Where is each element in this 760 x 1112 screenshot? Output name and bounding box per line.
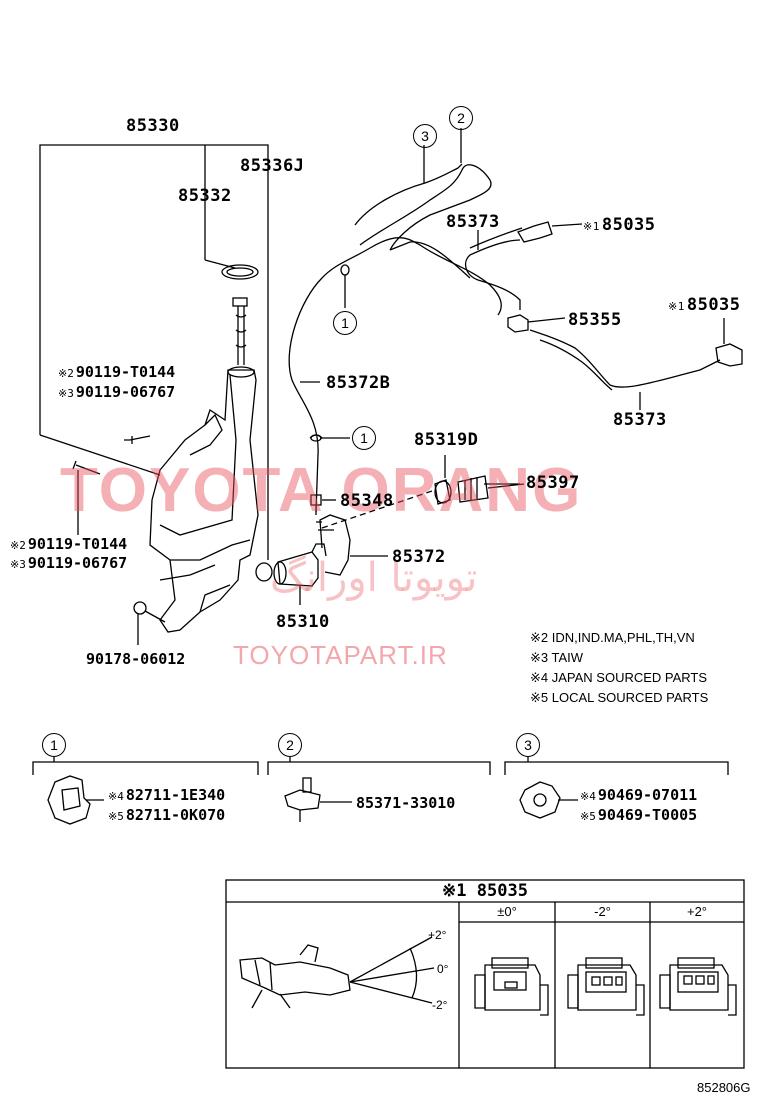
watermark-site: TOYOTAPART.IR <box>233 640 448 670</box>
label-85336J[interactable]: 85336J <box>240 156 305 176</box>
detail-callout-3[interactable]: 3 <box>516 733 540 757</box>
label-85332[interactable]: 85332 <box>178 186 232 206</box>
figure-id: 852806G <box>697 1080 751 1095</box>
callout-3-top[interactable]: 3 <box>413 124 437 148</box>
label-85373-b[interactable]: 85373 <box>613 410 667 430</box>
clamp-detail-1 <box>47 775 91 825</box>
joint-85355 <box>507 314 529 333</box>
jet-85035-b <box>715 343 743 367</box>
jet-85035-a <box>517 221 553 243</box>
table-col-zero: ±0° <box>497 904 517 919</box>
callout-1-upper[interactable]: 1 <box>333 311 357 335</box>
watermark-farsi: تویوتا اورانگ <box>270 555 478 601</box>
note-5: ※5 LOCAL SOURCED PARTS <box>530 690 709 705</box>
clamp-detail-3 <box>519 781 561 819</box>
note-2: ※2 IDN,IND.MA,PHL,TH,VN <box>530 630 695 645</box>
label-85372B[interactable]: 85372B <box>326 373 391 393</box>
watermark-brand: TOYOTA ORANG <box>60 456 583 525</box>
bolt-mid <box>72 460 101 475</box>
bolt-upper <box>124 435 151 444</box>
cap-85332 <box>221 264 259 280</box>
clip-detail-2 <box>284 789 321 811</box>
label-90178[interactable]: 90178-06012 <box>86 650 186 668</box>
angle-plus2: +2° <box>428 928 447 942</box>
connector-view-plus2 <box>659 957 737 1016</box>
check-valve-85397 <box>457 475 489 503</box>
label-85371-33010[interactable]: 85371-33010 <box>356 794 456 812</box>
label-85397[interactable]: 85397 <box>526 473 580 493</box>
label-85373-a[interactable]: 85373 <box>446 212 500 232</box>
nut-90178 <box>133 601 147 615</box>
detail-callout-2[interactable]: 2 <box>278 733 302 757</box>
label-85319D[interactable]: 85319D <box>414 430 479 450</box>
marker: ※1 <box>583 220 600 233</box>
grommet <box>255 562 273 582</box>
table-col-minus2: -2° <box>594 904 611 919</box>
marker: ※1 <box>668 300 685 313</box>
detail-callout-1[interactable]: 1 <box>42 733 66 757</box>
check-valve-85319D <box>434 480 452 504</box>
callout-1-lower[interactable]: 1 <box>352 426 376 450</box>
nozzle-side-view <box>239 957 351 996</box>
note-4: ※4 JAPAN SOURCED PARTS <box>530 670 708 685</box>
note-3: ※3 TAIW <box>530 650 584 665</box>
angle-zero: 0° <box>437 962 449 976</box>
angle-minus2: -2° <box>432 998 448 1012</box>
nozzle-table <box>225 879 745 1069</box>
table-col-plus2: +2° <box>686 904 708 919</box>
table-title: ※1 85035 <box>442 881 528 901</box>
connector-view-0 <box>474 957 549 1016</box>
connector-view-minus2 <box>567 957 645 1016</box>
reservoir-tank <box>149 369 259 633</box>
label-85355[interactable]: 85355 <box>568 310 622 330</box>
label-85372[interactable]: 85372 <box>392 547 446 567</box>
label-85348[interactable]: 85348 <box>340 491 394 511</box>
callout-2-top[interactable]: 2 <box>449 106 473 130</box>
label-85310[interactable]: 85310 <box>276 612 330 632</box>
bracket-85330 <box>39 144 269 560</box>
label-85330[interactable]: 85330 <box>126 116 180 136</box>
